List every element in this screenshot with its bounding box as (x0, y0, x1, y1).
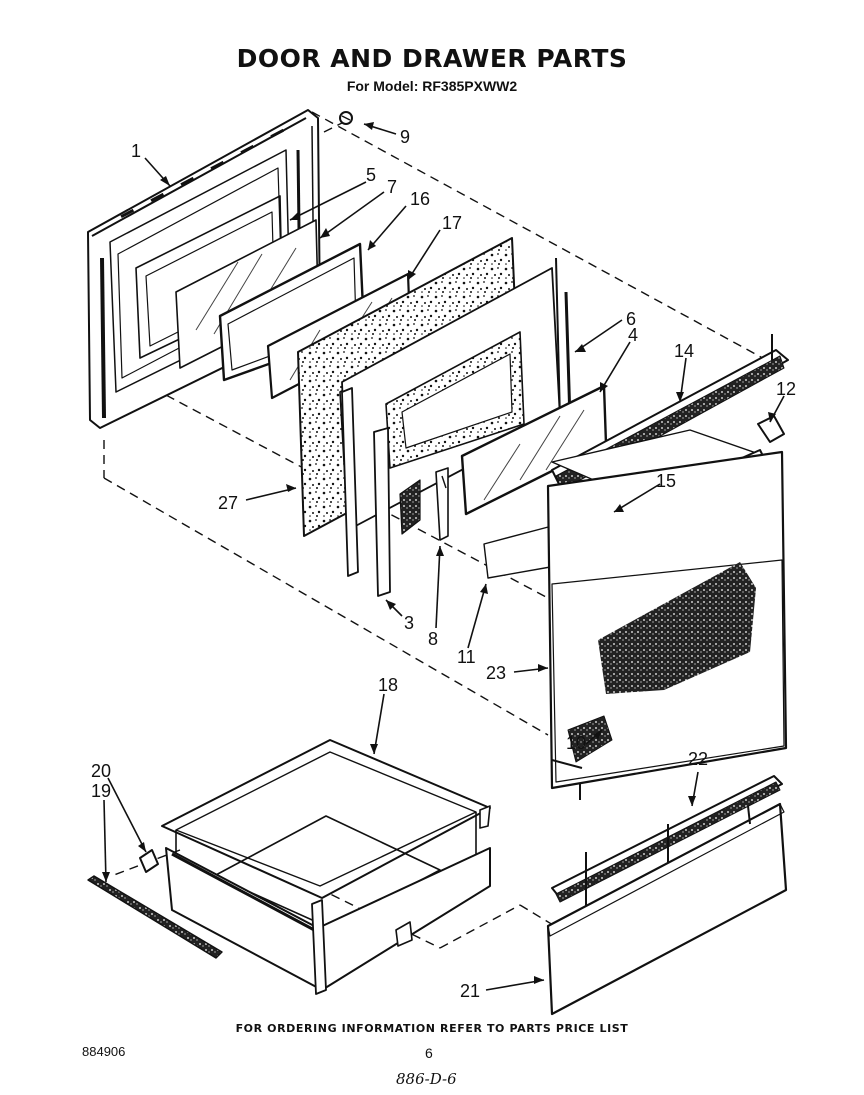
callout-21: 21 (460, 981, 481, 1001)
callout-7: 7 (387, 177, 398, 197)
document-number: 884906 (82, 1044, 126, 1059)
callout-15: 15 (656, 471, 677, 491)
callout-10: 10 (566, 733, 587, 753)
callout-6: 6 (626, 309, 637, 329)
ordering-info-note: FOR ORDERING INFORMATION REFER TO PARTS … (235, 1022, 629, 1035)
page-number: 6 (425, 1045, 433, 1061)
callout-11: 11 (457, 647, 476, 667)
callout-17: 17 (442, 213, 463, 233)
callout-3: 3 (404, 613, 415, 633)
callout-8: 8 (428, 629, 439, 649)
callout-9: 9 (400, 127, 411, 147)
callout-19: 19 (91, 781, 112, 801)
drawer-front-panel (546, 802, 788, 1016)
callout-14: 14 (674, 341, 695, 361)
callout-4: 4 (628, 325, 639, 345)
callout-18: 18 (378, 675, 399, 695)
callout-20: 20 (91, 761, 112, 781)
handwritten-reference: 886-D-6 (396, 1070, 457, 1088)
callout-12: 12 (776, 379, 797, 399)
outer-door-glass-panel (546, 450, 788, 800)
callout-22: 22 (688, 749, 709, 769)
model-subtitle: For Model: RF385PXWW2 (346, 78, 518, 94)
callout-1: 1 (131, 141, 142, 161)
callout-16: 16 (410, 189, 431, 209)
callout-5: 5 (366, 165, 377, 185)
callout-23: 23 (486, 663, 507, 683)
drawer-body (161, 739, 491, 995)
callout-27: 27 (218, 493, 239, 513)
page-title: DOOR AND DRAWER PARTS (236, 44, 628, 73)
